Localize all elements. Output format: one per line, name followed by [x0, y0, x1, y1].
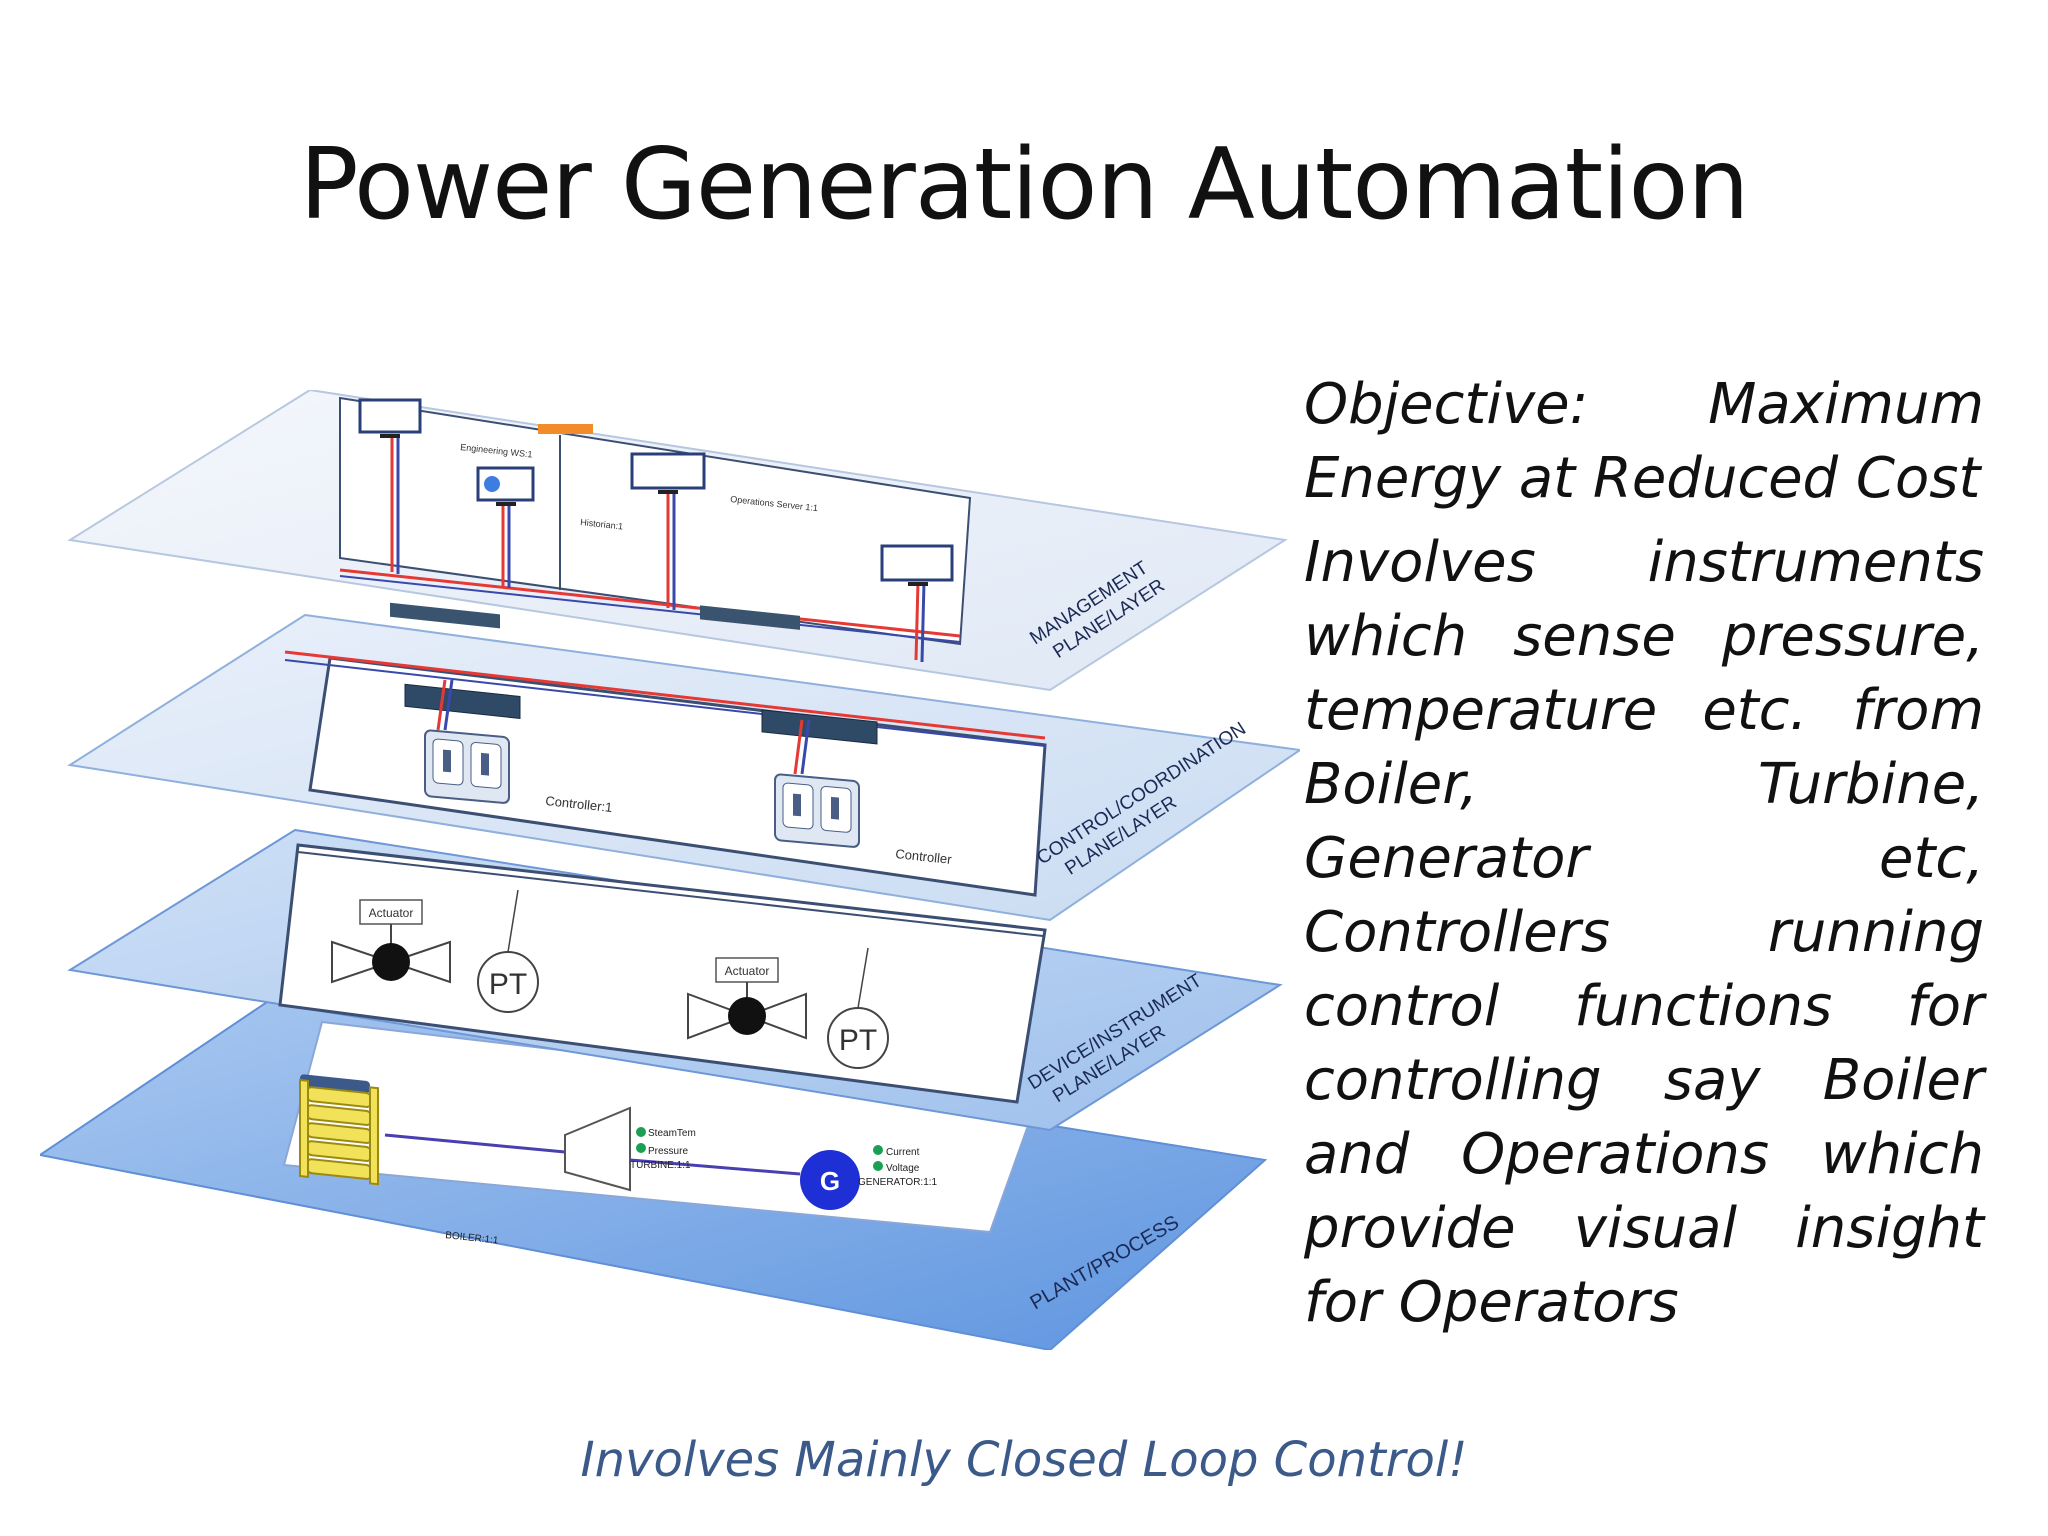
boiler-icon [299, 1074, 379, 1186]
valve-body-icon [372, 943, 410, 981]
actuator-box [359, 899, 423, 925]
valve-body-icon [728, 997, 766, 1035]
automation-layers-diagram: G SteamTem Pressure TURBINE:1:1 Current … [40, 390, 1300, 1350]
turbine-generator-link [629, 1158, 801, 1176]
management-network-red [339, 568, 961, 638]
pressure-indicator [636, 1143, 646, 1153]
ws-uplink [914, 581, 920, 661]
current-indicator [873, 1145, 883, 1155]
steam-temp-indicator [636, 1127, 646, 1137]
valve-icon [744, 992, 807, 1040]
firewall-icon [538, 424, 593, 434]
current-label: Current [886, 1147, 920, 1158]
voltage-label: Voltage [886, 1163, 920, 1174]
slide-body: Objective: Maximum Energy at Reduced Cos… [1304, 368, 1984, 1350]
turbine-label: TURBINE:1:1 [630, 1160, 691, 1171]
valve-icon [687, 992, 750, 1040]
generator-symbol: G [820, 1166, 840, 1196]
actuator-box [715, 957, 779, 983]
management-network-blue [339, 575, 961, 643]
valve-icon [387, 940, 451, 984]
pt-label: PT [839, 1024, 877, 1057]
controller-icon [774, 773, 860, 848]
actuator-label: Actuator [369, 906, 414, 920]
management-panel [339, 396, 972, 646]
controller-icon [424, 729, 510, 804]
boiler-turbine-link [384, 1133, 566, 1154]
slide-footer-note: Involves Mainly Closed Loop Control! [580, 1432, 1468, 1488]
bullet-objective: Objective: Maximum Energy at Reduced Cos… [1304, 372, 1984, 511]
pt-link [507, 889, 519, 953]
device-panel-top [297, 851, 1044, 937]
valve-icon [331, 940, 395, 984]
network-switch-icon [761, 709, 878, 745]
controller-label: Controller [895, 846, 953, 867]
operator-station-icon [880, 544, 954, 586]
generator-label: GENERATOR:1:1 [858, 1177, 938, 1188]
management-layer: Engineering WS:1 Historian:1 Operations … [67, 390, 1288, 692]
pt-label: PT [489, 968, 527, 1001]
controller-uplink [800, 719, 811, 775]
network-switch-icon [390, 602, 500, 629]
voltage-indicator [873, 1161, 883, 1171]
turbine-icon [564, 1106, 631, 1192]
engineering-workstation-icon [358, 398, 422, 438]
controller-uplink [793, 719, 804, 775]
pt-link [857, 947, 869, 1009]
engineering-workstation-icon [476, 466, 535, 506]
controller-uplink [443, 679, 454, 731]
generator-icon [800, 1150, 860, 1210]
historian-label: Historian:1 [580, 517, 624, 531]
pressure-label: Pressure [648, 1146, 688, 1157]
ws-uplink [920, 581, 926, 663]
network-switch-icon [700, 605, 800, 630]
network-switch-icon [404, 683, 521, 720]
steam-temp-label: SteamTem [648, 1128, 696, 1139]
controller-uplink [436, 679, 447, 731]
operations-server-icon [630, 452, 706, 494]
actuator-label: Actuator [725, 964, 770, 978]
controller-label: Controller:1 [545, 793, 613, 815]
control-network-red [284, 650, 1046, 740]
bullet-involves: Involves instruments which sense pressur… [1304, 530, 1984, 1335]
control-network-blue [284, 659, 1046, 747]
slide-title: Power Generation Automation [299, 128, 1749, 242]
